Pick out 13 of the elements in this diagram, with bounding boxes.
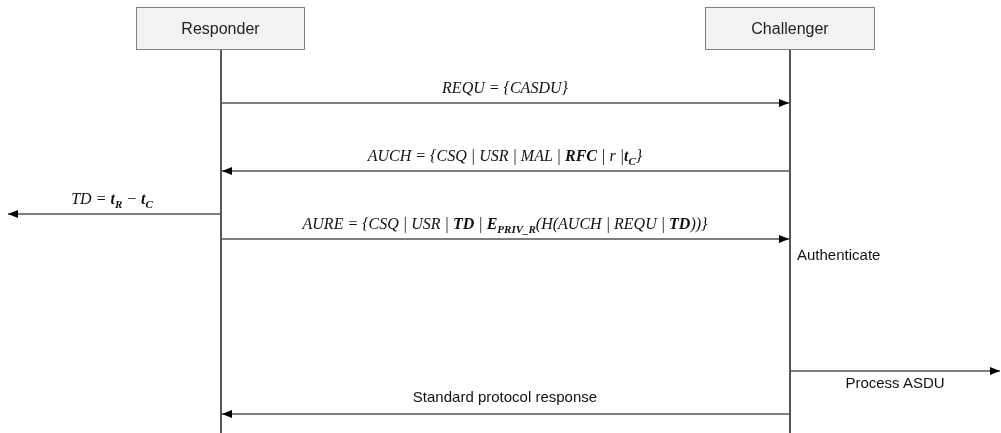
message-arrow	[7, 210, 221, 218]
lifeline	[789, 50, 791, 433]
message-arrow	[221, 410, 790, 418]
message-label: REQU = {CASDU}	[440, 79, 570, 97]
participant-box: Responder	[136, 7, 305, 50]
message-arrow	[221, 235, 790, 243]
step-note: Authenticate	[796, 246, 882, 264]
message-arrow	[221, 167, 790, 175]
message-arrow	[790, 367, 1001, 375]
message-label: Standard protocol response	[410, 388, 600, 406]
message-arrow	[221, 99, 790, 107]
lifeline	[220, 50, 222, 433]
participant-box: Challenger	[705, 7, 875, 50]
